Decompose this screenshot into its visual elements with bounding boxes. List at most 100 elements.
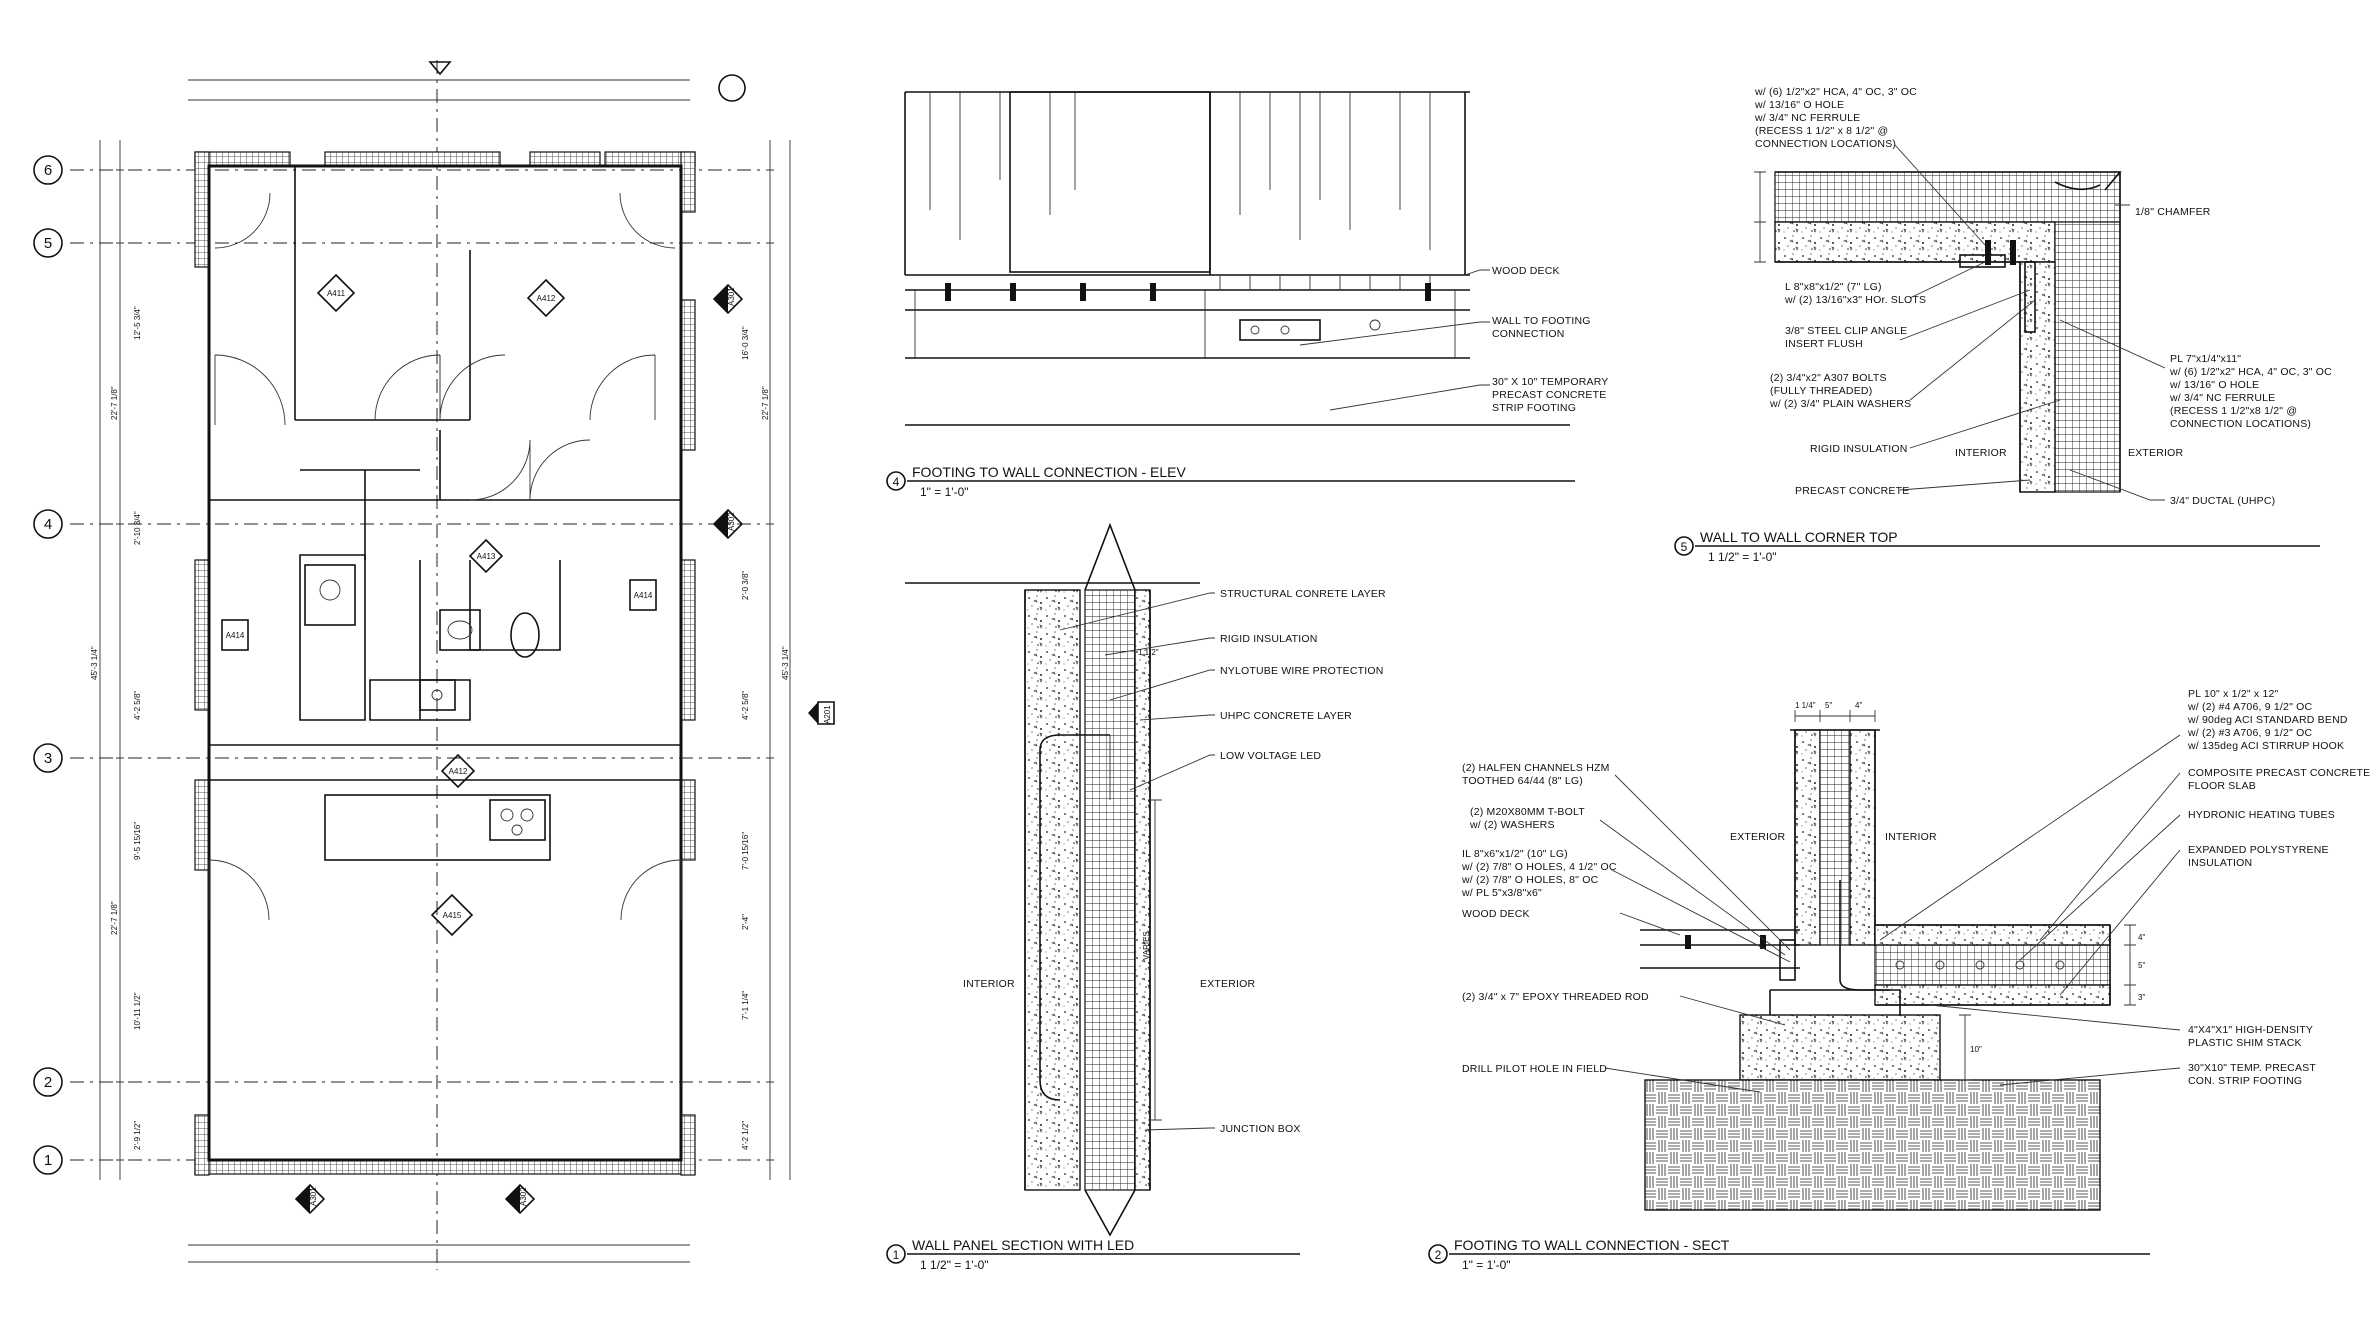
d5-exterior: EXTERIOR [2128, 447, 2183, 459]
detail-5-corner: w/ (6) 1/2"x2" HCA, 4" OC, 3" OC w/ 13/1… [1674, 86, 2332, 564]
dim-left-9: 45'-3 1/4" [90, 646, 99, 680]
d5-left-note-5: (2) 3/4"x2" A307 BOLTS [1770, 372, 1887, 384]
svg-text:6: 6 [44, 162, 52, 179]
d2-right-note-2: w/ (2) #4 A706, 9 1/2" OC [2187, 701, 2313, 713]
d2-number: 2 [1435, 1248, 1442, 1262]
d2-dim-7: 10" [1970, 1045, 1982, 1054]
svg-text:A414: A414 [634, 591, 653, 600]
d2-left-note-6: w/ (2) 7/8" O HOLES, 4 1/2" OC [1461, 861, 1617, 873]
d5-right-note-8: 3/4" DUCTAL (UHPC) [2170, 495, 2275, 507]
dim-left-6: 10'-11 1/2" [133, 992, 142, 1030]
grid-bubble-4: 4 [33, 509, 63, 539]
room-tag: A413 [468, 538, 504, 574]
dim-left-3: 22'-7 1/8" [110, 386, 119, 420]
section-marker: A302 [504, 1183, 536, 1215]
d5-top-note-1: w/ (6) 1/2"x2" HCA, 4" OC, 3" OC [1754, 86, 1917, 98]
dim-right-8: 22'-7 1/8" [761, 386, 770, 420]
dim-right-1: 16'-0 3/4" [741, 326, 750, 360]
d1-dim: 1 1/2" [1138, 648, 1159, 657]
d1-title: WALL PANEL SECTION WITH LED [912, 1237, 1134, 1253]
dim-left-5: 22'-7 1/8" [110, 901, 119, 935]
dim-left-8: 4'-2 5/8" [133, 691, 142, 720]
d1-note-5: LOW VOLTAGE LED [1220, 750, 1321, 762]
d1-scale: 1 1/2" = 1'-0" [920, 1258, 989, 1272]
dim-right-3: 4'-2 5/8" [741, 691, 750, 720]
d1-note-2: RIGID INSULATION [1220, 633, 1318, 645]
d4-note-6: STRIP FOOTING [1492, 402, 1576, 414]
room-tag: A412 [440, 753, 476, 789]
d4-scale: 1" = 1'-0" [920, 485, 969, 499]
d2-dim-1: 1 1/4" [1795, 701, 1816, 710]
d1-varies: VARIES [1142, 931, 1151, 960]
dim-right-9: 45'-3 1/4" [781, 646, 790, 680]
d2-left-note-10: (2) 3/4" x 7" EPOXY THREADED ROD [1462, 991, 1649, 1003]
d2-right-note-8: HYDRONIC HEATING TUBES [2188, 809, 2335, 821]
d2-dim-4: 4" [2138, 933, 2145, 942]
detail-4-elevation: WOOD DECK WALL TO FOOTING CONNECTION 30"… [886, 91, 1609, 499]
d5-number: 5 [1681, 540, 1688, 554]
d2-left-note-11: DRILL PILOT HOLE IN FIELD [1462, 1063, 1607, 1075]
room-tag: A411 [316, 273, 356, 313]
d2-dim-5: 5" [2138, 961, 2145, 970]
d5-right-note-1: 1/8" CHAMFER [2135, 206, 2211, 218]
d2-scale: 1" = 1'-0" [1462, 1258, 1511, 1272]
dim-right-2: 2'-0 3/8" [741, 571, 750, 600]
d1-number: 1 [893, 1248, 900, 1262]
room-tag: A414 [629, 579, 657, 611]
d2-right-note-14: CON. STRIP FOOTING [2188, 1075, 2302, 1087]
dim-left-7: 2'-9 1/2" [133, 1121, 142, 1150]
d2-right-note-1: PL 10" x 1/2" x 12" [2188, 688, 2279, 700]
dim-left-2: 2'-10 3/4" [133, 511, 142, 545]
svg-text:5: 5 [44, 235, 52, 252]
d2-title: FOOTING TO WALL CONNECTION - SECT [1454, 1237, 1730, 1253]
svg-text:1: 1 [44, 1152, 52, 1169]
d5-right-note-6: (RECESS 1 1/2"x8 1/2" @ [2170, 405, 2297, 417]
d4-note-4: 30" X 10" TEMPORARY [1492, 376, 1609, 388]
room-tag: A414 [221, 619, 249, 651]
d5-left-note-1: L 8"x8"x1/2" (7" LG) [1785, 281, 1882, 293]
d5-left-note-4: INSERT FLUSH [1785, 338, 1863, 350]
d2-right-note-10: INSULATION [2188, 857, 2252, 869]
d1-note-4: UHPC CONCRETE LAYER [1220, 710, 1352, 722]
section-marker: A201 [808, 701, 835, 725]
d4-number: 4 [893, 475, 900, 489]
d5-scale: 1 1/2" = 1'-0" [1708, 550, 1777, 564]
d5-right-note-3: w/ (6) 1/2"x2" HCA, 4" OC, 3" OC [2169, 366, 2332, 378]
dim-right-4: 7'-0 15/16" [741, 832, 750, 870]
detail-2-section: 1 1/4" 5" 4" 4" 5" 3" 10" (2) HALFEN CHA… [1428, 688, 2370, 1272]
grid-bubble-5: 5 [33, 228, 63, 258]
d2-right-note-5: w/ 135deg ACI STIRRUP HOOK [2187, 740, 2344, 752]
svg-text:A414: A414 [226, 631, 245, 640]
section-marker: A302 [712, 508, 744, 540]
d2-left-note-2: TOOTHED 64/44 (8" LG) [1462, 775, 1583, 787]
svg-text:A301: A301 [309, 1187, 318, 1206]
d5-left-note-8: RIGID INSULATION [1810, 443, 1908, 455]
d2-right-note-3: w/ 90deg ACI STANDARD BEND [2187, 714, 2348, 726]
d2-left-note-1: (2) HALFEN CHANNELS HZM [1462, 762, 1610, 774]
svg-text:A302: A302 [727, 512, 736, 531]
svg-text:A415: A415 [443, 911, 462, 920]
svg-text:A413: A413 [477, 552, 496, 561]
dim-right-7: 4'-2 1/2" [741, 1121, 750, 1150]
d2-right-note-4: w/ (2) #3 A706, 9 1/2" OC [2187, 727, 2313, 739]
d5-right-note-2: PL 7"x1/4"x11" [2170, 353, 2241, 365]
d1-exterior: EXTERIOR [1200, 978, 1255, 990]
svg-text:A201: A201 [823, 705, 832, 724]
grid-bubble-1: 1 [33, 1145, 63, 1175]
d2-exterior: EXTERIOR [1730, 831, 1785, 843]
d5-left-note-3: 3/8" STEEL CLIP ANGLE [1785, 325, 1907, 337]
section-marker: A301 [294, 1183, 326, 1215]
d2-right-note-7: FLOOR SLAB [2188, 780, 2256, 792]
dim-left-1: 12'-5 3/4" [133, 306, 142, 340]
d5-top-note-4: (RECESS 1 1/2" x 8 1/2" @ [1755, 125, 1888, 137]
d2-right-note-13: 30"X10" TEMP. PRECAST [2188, 1062, 2316, 1074]
d4-note-2: WALL TO FOOTING [1492, 315, 1591, 327]
d4-title: FOOTING TO WALL CONNECTION - ELEV [912, 464, 1186, 480]
d2-left-note-4: w/ (2) WASHERS [1469, 819, 1555, 831]
grid-bubble-2: 2 [33, 1067, 63, 1097]
d2-left-note-5: IL 8"x6"x1/2" (10" LG) [1462, 848, 1568, 860]
d2-right-note-11: 4"X4"X1" HIGH-DENSITY [2188, 1024, 2313, 1036]
d4-note-1: WOOD DECK [1492, 265, 1560, 277]
d2-right-note-6: COMPOSITE PRECAST CONCRETE [2188, 767, 2370, 779]
